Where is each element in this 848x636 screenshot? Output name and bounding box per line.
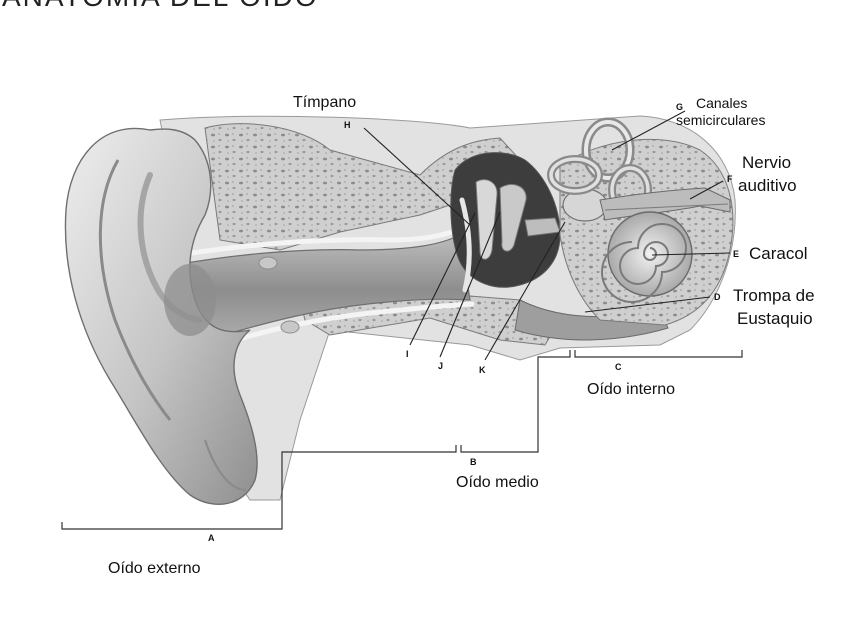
concha <box>164 264 216 336</box>
label-middle-ear: Oído medio <box>456 474 539 491</box>
letter-g: G <box>676 102 683 112</box>
letter-a: A <box>208 533 215 543</box>
label-eustachian-line1: Trompa de <box>733 286 815 305</box>
letter-j: J <box>438 361 443 371</box>
canal-gland <box>259 257 277 269</box>
ear-illustration <box>65 116 735 504</box>
letter-b: B <box>470 457 477 467</box>
canal-gland <box>281 321 299 333</box>
label-inner-ear: Oído interno <box>587 381 675 398</box>
letter-e: E <box>733 249 739 259</box>
letter-f: F <box>727 174 733 184</box>
label-tympanum: Tímpano <box>293 94 356 111</box>
bracket-c <box>575 350 742 357</box>
letter-d: D <box>714 292 721 302</box>
letter-h: H <box>344 120 351 130</box>
bracket-b <box>461 350 570 452</box>
label-nerve-line2: auditivo <box>738 176 797 195</box>
label-eustachian-line2: Eustaquio <box>737 309 813 328</box>
letter-c: C <box>615 362 622 372</box>
label-canals-line2: semicirculares <box>676 112 765 128</box>
label-nerve-line1: Nervio <box>742 153 791 172</box>
letter-k: K <box>479 365 486 375</box>
label-canals-line1: Canales <box>696 95 747 111</box>
header-fragment: ANATOMÍA DEL OÍDO <box>2 0 319 12</box>
label-outer-ear: Oído externo <box>108 560 201 577</box>
letter-i: I <box>406 349 409 359</box>
label-cochlea: Caracol <box>749 244 808 263</box>
